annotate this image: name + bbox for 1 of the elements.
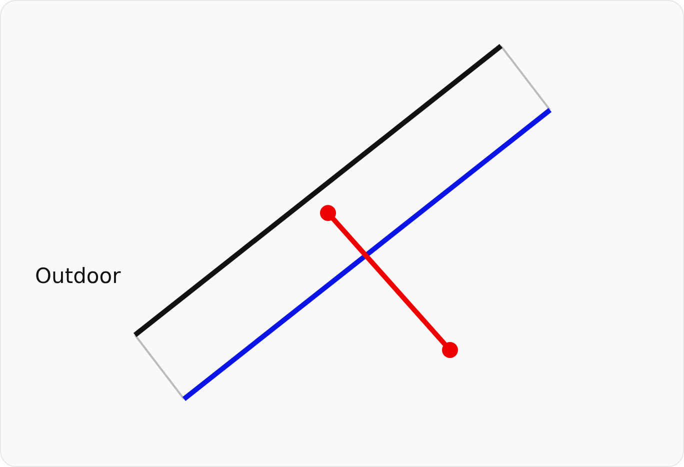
side-label: Outdoor (35, 264, 121, 288)
